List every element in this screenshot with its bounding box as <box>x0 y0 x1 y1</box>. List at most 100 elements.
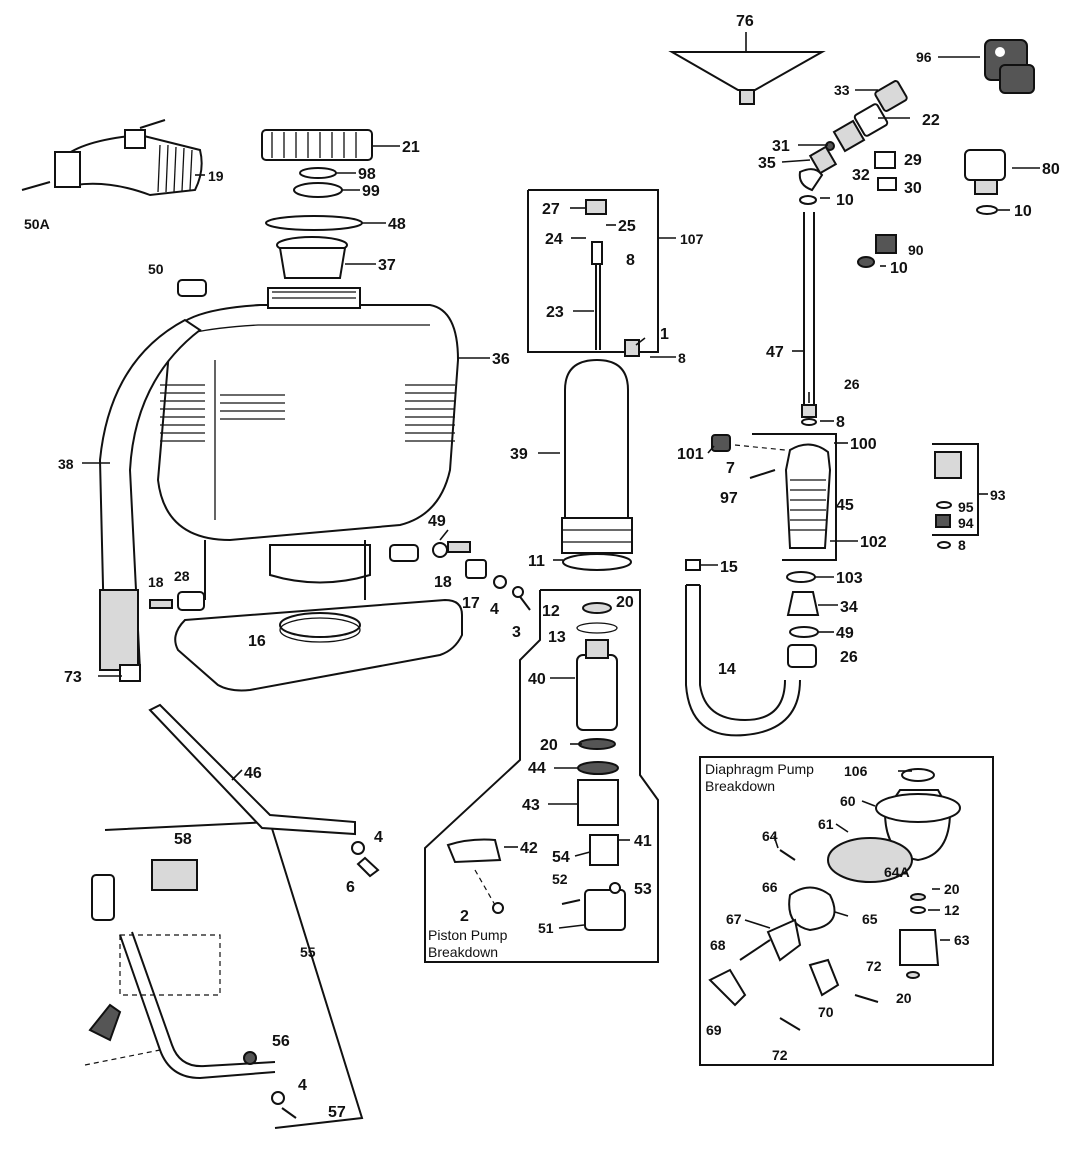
label-38: 38 <box>58 456 74 472</box>
kit-93-parts <box>934 451 962 549</box>
callout-labels: 76 96 33 22 31 35 29 32 30 80 10 10 90 1… <box>24 13 1060 1121</box>
label-97: 97 <box>720 490 738 507</box>
label-4-c: 4 <box>298 1077 307 1094</box>
label-29: 29 <box>904 152 922 169</box>
label-20-d: 20 <box>896 990 912 1006</box>
label-67: 67 <box>726 911 742 927</box>
diaphragm-pump-title-line2: Breakdown <box>705 778 775 794</box>
label-68: 68 <box>710 937 726 953</box>
label-15: 15 <box>720 559 738 576</box>
label-8-b: 8 <box>958 537 966 553</box>
label-10-b: 10 <box>1014 203 1032 220</box>
label-8-a: 8 <box>836 414 845 431</box>
label-26-a: 26 <box>844 376 860 392</box>
outlet-box-107 <box>527 189 659 353</box>
label-8-d: 8 <box>678 350 686 366</box>
label-30: 30 <box>904 180 922 197</box>
label-72-a: 72 <box>866 958 882 974</box>
strap-38 <box>98 318 202 682</box>
label-64: 64 <box>762 828 778 844</box>
label-24: 24 <box>545 231 563 248</box>
label-41: 41 <box>634 833 652 850</box>
label-20-b: 20 <box>540 737 558 754</box>
label-20-c: 20 <box>944 881 960 897</box>
tank-36 <box>156 287 460 600</box>
label-33: 33 <box>834 82 850 98</box>
label-106: 106 <box>844 763 868 779</box>
piston-parts <box>446 602 626 931</box>
pin-18a <box>149 599 173 609</box>
piston-pump-title-line1: Piston Pump <box>428 927 508 943</box>
outlet-tube-23 <box>585 199 607 350</box>
label-40: 40 <box>528 671 546 688</box>
label-37: 37 <box>378 257 396 274</box>
kit-93-bracket <box>932 443 979 536</box>
shutoff-frame <box>752 433 837 561</box>
label-48: 48 <box>388 216 406 233</box>
label-52: 52 <box>552 871 568 887</box>
label-21: 21 <box>402 139 420 156</box>
diaphragm-parts <box>708 768 961 1031</box>
handle-19 <box>21 119 203 197</box>
lance-frame-55 <box>104 820 364 1129</box>
label-20-a: 20 <box>616 594 634 611</box>
label-46: 46 <box>244 765 262 782</box>
label-22: 22 <box>922 112 940 129</box>
label-43: 43 <box>522 797 540 814</box>
label-12-a: 12 <box>542 603 560 620</box>
label-63: 63 <box>954 932 970 948</box>
label-57: 57 <box>328 1104 346 1121</box>
label-66: 66 <box>762 879 778 895</box>
label-34: 34 <box>840 599 858 616</box>
label-98: 98 <box>358 166 376 183</box>
hose-parts <box>685 559 820 737</box>
label-4-b: 4 <box>374 829 383 846</box>
oring-11 <box>562 553 632 571</box>
label-56: 56 <box>272 1033 290 1050</box>
label-31: 31 <box>772 138 790 155</box>
label-12-b: 12 <box>944 902 960 918</box>
label-4-a: 4 <box>490 601 499 618</box>
wand-47 <box>801 212 817 426</box>
label-45: 45 <box>836 497 854 514</box>
label-60: 60 <box>840 793 856 809</box>
label-44: 44 <box>528 760 546 777</box>
label-102: 102 <box>860 534 887 551</box>
label-90: 90 <box>908 242 924 258</box>
label-16: 16 <box>248 633 266 650</box>
label-7: 7 <box>726 460 735 477</box>
label-61: 61 <box>818 816 834 832</box>
label-99: 99 <box>362 183 380 200</box>
cone-nozzle-76 <box>668 51 826 105</box>
pump-lever-46 <box>148 703 380 878</box>
diaphragm-pump-title-line1: Diaphragm Pump <box>705 761 814 777</box>
label-10-a: 10 <box>836 192 854 209</box>
label-93: 93 <box>990 487 1006 503</box>
box-titles: Piston Pump Breakdown Diaphragm Pump Bre… <box>428 761 814 960</box>
label-8-c: 8 <box>626 252 635 269</box>
vent-99 <box>293 182 343 198</box>
gasket-48 <box>265 215 363 231</box>
clip-50 <box>177 279 207 297</box>
label-18-b: 18 <box>148 574 164 590</box>
label-65: 65 <box>862 911 878 927</box>
label-50A: 50A <box>24 216 50 232</box>
label-55: 55 <box>300 944 316 960</box>
shutoff-valve-45 <box>711 434 832 549</box>
label-6: 6 <box>346 879 355 896</box>
base-frame-16 <box>174 598 463 692</box>
label-36: 36 <box>492 351 510 368</box>
leader-lines <box>82 32 1040 941</box>
label-3: 3 <box>512 624 521 641</box>
label-47: 47 <box>766 344 784 361</box>
label-94: 94 <box>958 515 974 531</box>
label-101: 101 <box>677 446 704 463</box>
label-54: 54 <box>552 849 570 866</box>
label-17: 17 <box>462 595 480 612</box>
label-35: 35 <box>758 155 776 172</box>
label-64A: 64A <box>884 864 910 880</box>
label-49-b: 49 <box>428 513 446 530</box>
label-13: 13 <box>548 629 566 646</box>
label-1: 1 <box>660 326 669 343</box>
